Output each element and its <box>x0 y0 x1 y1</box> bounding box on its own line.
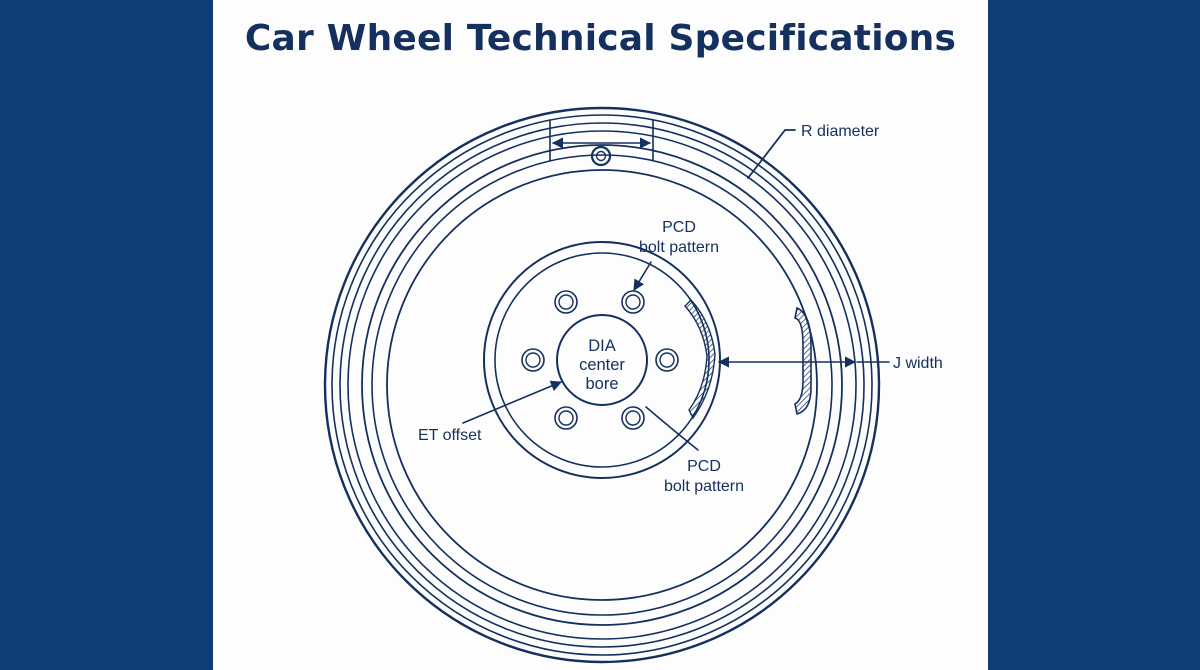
diagram-panel: Car Wheel Technical Specifications <box>213 0 988 670</box>
bolt-holes <box>521 290 679 430</box>
tire-ring-2 <box>331 114 873 656</box>
left-margin <box>0 0 213 670</box>
pcd-bottom-label-line1: PCD <box>687 458 721 475</box>
bolt-hole-inner <box>625 410 641 426</box>
wheel-diagram: R diameter PCD bolt pattern DIA center b… <box>323 106 943 664</box>
bolt-hole-inner <box>625 294 641 310</box>
r-diameter-leader <box>747 129 796 179</box>
right-margin <box>988 0 1200 670</box>
dia-label-line1: DIA <box>588 337 616 355</box>
bolt-hole <box>621 290 645 314</box>
dia-label-line2: center <box>579 356 625 374</box>
valve-stem-inner <box>595 150 607 162</box>
bolt-hole <box>554 406 578 430</box>
hub-section-right <box>684 298 716 420</box>
bolt-hole-inner <box>525 352 541 368</box>
bolt-hole <box>621 406 645 430</box>
valve-stem <box>590 145 612 167</box>
pcd-top-label-line2: bolt pattern <box>639 239 719 256</box>
j-width-label: J width <box>893 355 943 372</box>
page-title: Car Wheel Technical Specifications <box>244 18 957 59</box>
pcd-bottom-label-line2: bolt pattern <box>664 478 744 495</box>
tire-ring-3 <box>339 122 865 648</box>
bolt-hole <box>554 290 578 314</box>
pcd-bottom-leader <box>645 406 699 451</box>
et-offset-label: ET offset <box>418 427 482 444</box>
center-bore <box>556 314 648 406</box>
rim-section-right <box>794 306 812 416</box>
pcd-top-label-line1: PCD <box>662 219 696 236</box>
tire-ring-4 <box>347 130 857 640</box>
bolt-hole <box>521 348 545 372</box>
dia-label-line3: bore <box>585 375 618 393</box>
bolt-hole-inner <box>558 410 574 426</box>
r-diameter-label: R diameter <box>801 123 880 140</box>
et-offset-leader <box>462 380 563 424</box>
pcd-top-leader <box>633 261 652 291</box>
bolt-hole <box>655 348 679 372</box>
rim-ring-3 <box>386 169 818 601</box>
rim-ring-2 <box>371 154 833 616</box>
tire-outer-ring <box>323 106 881 664</box>
bolt-hole-inner <box>659 352 675 368</box>
bolt-hole-inner <box>558 294 574 310</box>
